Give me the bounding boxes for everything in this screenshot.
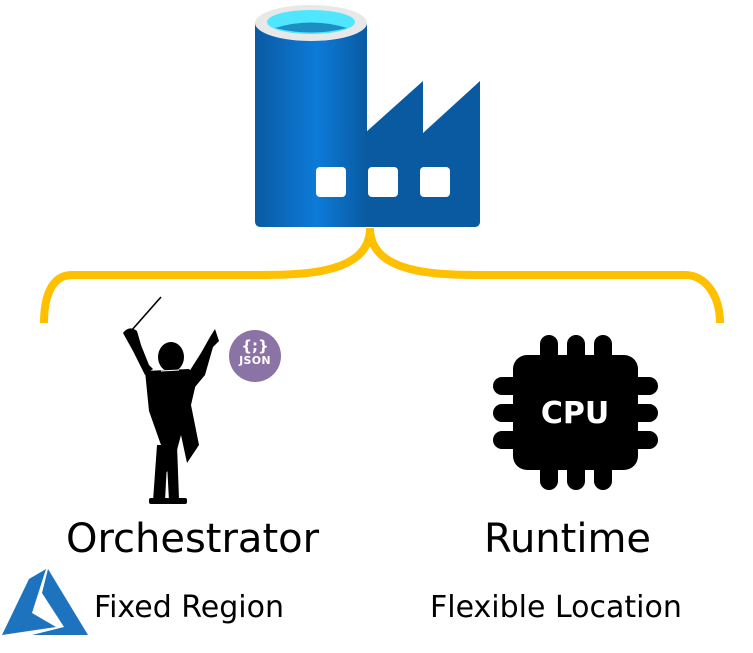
runtime-title: Runtime bbox=[483, 516, 652, 562]
json-symbol: {;} bbox=[241, 337, 269, 355]
orchestrator-title: Orchestrator bbox=[65, 516, 320, 562]
cpu-icon: CPU bbox=[493, 330, 658, 495]
cpu-chip-graphic: CPU bbox=[493, 335, 658, 490]
data-factory-icon bbox=[255, 5, 480, 227]
orchestrator-subtitle: Fixed Region bbox=[94, 590, 284, 625]
json-label: JSON bbox=[239, 354, 271, 367]
cpu-label: CPU bbox=[541, 396, 609, 431]
json-icon: {;} JSON bbox=[229, 330, 281, 382]
runtime-subtitle: Flexible Location bbox=[430, 590, 682, 625]
conductor-icon bbox=[123, 296, 219, 504]
azure-logo-icon bbox=[2, 569, 88, 635]
